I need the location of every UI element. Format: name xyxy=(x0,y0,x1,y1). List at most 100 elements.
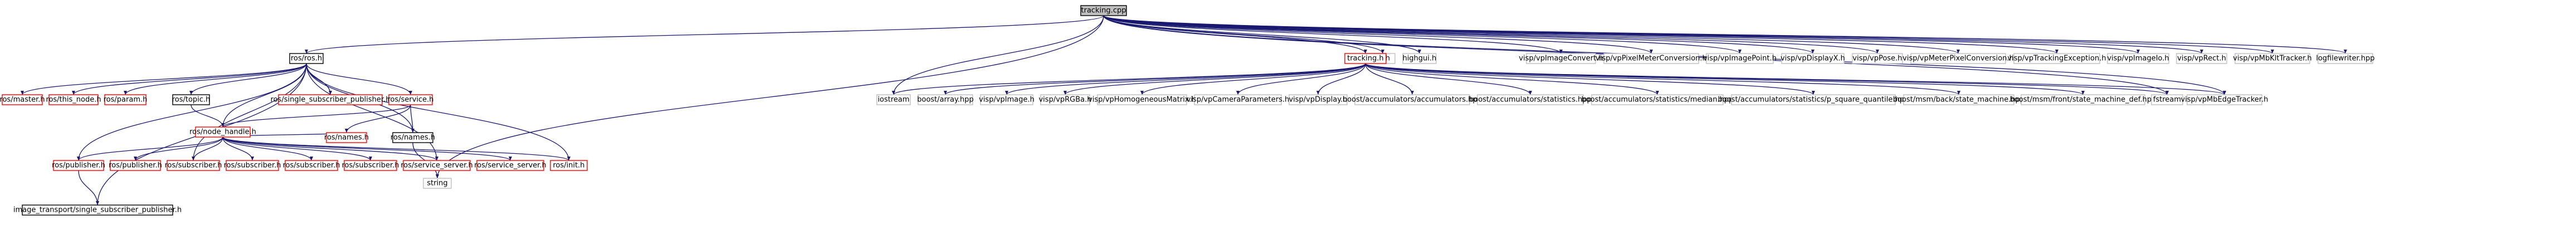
node-ros-names-h[interactable]: ros/names.h xyxy=(391,132,435,143)
node-label: tracking.cpp xyxy=(1081,7,1126,15)
node-visp-vpMbKltTracker-h: visp/vpMbKltTracker.h xyxy=(2233,53,2312,64)
edge-ros_h-to-ros_init_h xyxy=(306,63,569,161)
node-ros-topic-h[interactable]: ros/topic.h xyxy=(172,94,211,105)
node-label: visp/vpImagePoint.h xyxy=(1703,55,1777,63)
arrowhead-tracking_h-to-visp_vpImage_h xyxy=(1005,91,1008,95)
node-label: ros/ros.h xyxy=(291,55,322,63)
node-ros-service-h[interactable]: ros/service.h xyxy=(387,94,434,105)
edge-tracking_h-to-boost_array_hpp xyxy=(945,63,1366,95)
node-label: ros/service_server.h xyxy=(474,162,547,170)
node-ros-this-node-h[interactable]: ros/this_node.h xyxy=(46,94,101,105)
node-ros-node-handle-h[interactable]: ros/node_handle.h xyxy=(189,126,256,138)
edge-ros_node_handle_h-to-ros_publisher_h_a xyxy=(78,137,223,161)
node-ros-master-h[interactable]: ros/master.h xyxy=(0,94,45,105)
node-box xyxy=(1706,53,1774,64)
edge-ros_h-to-ros_service_h xyxy=(306,63,411,95)
arrowhead-tracking_h-to-visp_vpRGBa_h xyxy=(1063,91,1067,95)
node-ros-subscriber-h-a[interactable]: ros/subscriber.h xyxy=(164,160,222,171)
node-box xyxy=(2,94,43,105)
node-ros-publisher-h-b[interactable]: ros/publisher.h xyxy=(109,160,162,171)
arrowhead-tracking_cpp-to-cv_h xyxy=(1381,50,1384,53)
node-ros-service-server-h-a[interactable]: ros/service_server.h xyxy=(401,160,473,171)
node-ros-single-subscriber-publisher-h[interactable]: ros/single_subscriber_publisher.h xyxy=(271,94,391,105)
node-box xyxy=(172,94,210,105)
arrowhead-tracking_cpp-to-visp_vpDisplayX_h xyxy=(1811,50,1814,53)
node-label: visp/vpMeterPixelConversion.h xyxy=(1902,55,2014,63)
node-boost-array-hpp: boost/array.hpp xyxy=(917,94,974,105)
node-visp-vpImage-h: visp/vpImage.h xyxy=(979,94,1035,105)
edge-tracking_h-to-visp_vpMbEdgeTracker_h xyxy=(1365,63,2225,95)
edge-tracking_h-to-visp_vpDisplay_h xyxy=(1318,63,1366,95)
node-label: highgui.h xyxy=(1403,55,1437,63)
node-ros-h[interactable]: ros/ros.h xyxy=(289,53,324,64)
arrowhead-tracking_cpp-to-visp_vpPose_h xyxy=(1876,50,1879,53)
node-label: visp/vpTrackingException.h xyxy=(2007,55,2106,63)
node-label: ros/publisher.h xyxy=(109,162,162,170)
arrowhead-ros_names_h-to-string xyxy=(436,174,439,178)
node-visp-vpDisplayX-h: visp/vpDisplayX.h xyxy=(1780,53,1845,64)
arrowhead-tracking_h-to-boost_array_hpp xyxy=(944,91,947,95)
arrowhead-ros_h-to-ros_service_h xyxy=(409,91,412,95)
arrowhead-tracking_h-to-boost_accumulators_accumulators_hpp xyxy=(1411,91,1414,95)
edge-tracking_cpp-to-string xyxy=(437,15,1104,179)
edge-ros_topic_h-to-ros_node_handle_h xyxy=(191,104,223,128)
node-label: fstream xyxy=(2153,96,2181,104)
node-ros-param-h[interactable]: ros/param.h xyxy=(104,94,148,105)
node-ros-init-h[interactable]: ros/init.h xyxy=(550,160,588,171)
arrowhead-ros_node_handle_h-to-ros_subscriber_h_a xyxy=(192,157,195,160)
node-visp-vpImageConvert-h: visp/vpImageConvert.h xyxy=(1519,53,1603,64)
edge-tracking_cpp-to-visp_vpImageConvert_h xyxy=(1103,15,1562,54)
node-box xyxy=(1040,94,1090,105)
node-tracking-h[interactable]: tracking.h xyxy=(1344,53,1387,64)
node-box xyxy=(326,132,367,143)
edge-ros_publisher_h_a-to-image_transport_single_subscriber_publisher_h xyxy=(78,170,98,206)
arrowhead-tracking_cpp-to-highgui_h xyxy=(1418,50,1421,53)
arrowhead-tracking_h-to-boost_msm_front_state_machine_def_hpp xyxy=(2081,91,2085,95)
node-label: visp/vpPose.h xyxy=(1852,55,1902,63)
node-label: ros/subscriber.h xyxy=(341,162,399,170)
node-image-transport-single-subscriber-publisher-h[interactable]: image_transport/single_subscriber_publis… xyxy=(13,204,182,216)
node-box xyxy=(226,160,279,171)
node-box xyxy=(1526,53,1596,64)
node-ros-names-h-red[interactable]: ros/names.h xyxy=(324,132,369,143)
node-ros-subscriber-h-b[interactable]: ros/subscriber.h xyxy=(223,160,281,171)
edge-ros_h-to-ros_publisher_h_a xyxy=(78,63,307,161)
node-label: visp/vpMbKltTracker.h xyxy=(2233,55,2311,63)
arrowhead-tracking_h-to-boost_accumulators_statistics_median_hpp xyxy=(1656,91,1659,95)
arrowhead-ros_node_handle_h-to-ros_subscriber_h_b xyxy=(251,157,254,160)
node-ros-subscriber-h-c[interactable]: ros/subscriber.h xyxy=(282,160,340,171)
node-box xyxy=(1731,94,1896,105)
node-label: visp/vpDisplay.h xyxy=(1289,96,1347,104)
arrowhead-ros_h-to-ros_topic_h xyxy=(189,91,193,95)
arrowhead-ros_node_handle_h-to-ros_init_h xyxy=(567,157,570,160)
node-label: ros/names.h xyxy=(324,134,369,142)
arrowhead-ros_node_handle_h-to-ros_service_server_h_b xyxy=(509,157,512,160)
arrowhead-ros_service_h-to-ros_names_h xyxy=(411,129,414,133)
arrowhead-ros_publisher_h_a-to-image_transport_single_subscriber_publisher_h xyxy=(96,201,99,205)
node-label: visp/vpMbEdgeTracker.h xyxy=(2181,96,2268,104)
node-boost-msm-front-state-machine-def-hpp: boost/msm/front/state_machine_def.hpp xyxy=(2010,94,2156,105)
node-label: visp/vpImageIo.h xyxy=(2107,55,2169,63)
node-box xyxy=(423,178,452,189)
node-box xyxy=(2318,53,2373,64)
edge-tracking_h-to-visp_vpImage_h xyxy=(1006,63,1366,95)
node-logfilewriter-hpp: logfilewriter.hpp xyxy=(2316,53,2375,64)
node-string: string xyxy=(423,178,452,189)
node-highgui-h: highgui.h xyxy=(1402,53,1437,64)
node-box xyxy=(278,94,383,105)
node-ros-subscriber-h-d[interactable]: ros/subscriber.h xyxy=(341,160,399,171)
edge-ros_h-to-ros_topic_h xyxy=(191,63,307,95)
node-label: iostream xyxy=(877,96,909,104)
node-ros-publisher-h-a[interactable]: ros/publisher.h xyxy=(52,160,105,171)
arrowhead-tracking_h-to-fstream xyxy=(2165,91,2169,95)
node-visp-vpImageIo-h: visp/vpImageIo.h xyxy=(2107,53,2169,64)
node-box xyxy=(476,160,544,171)
node-ros-service-server-h-b[interactable]: ros/service_server.h xyxy=(474,160,547,171)
node-box xyxy=(48,94,99,105)
node-label: boost/accumulators/statistics/median.hpp xyxy=(1582,96,1734,104)
node-boost-accumulators-accumulators-hpp: boost/accumulators/accumulators.hpp xyxy=(1343,94,1482,105)
edge-ros_service_h-to-ros_node_handle_h xyxy=(222,104,411,128)
arrowhead-tracking_cpp-to-visp_vpTrackingException_h xyxy=(2055,50,2058,53)
node-box xyxy=(2235,53,2310,64)
edge-ros_h-to-ros_subscriber_h_a xyxy=(193,63,307,161)
